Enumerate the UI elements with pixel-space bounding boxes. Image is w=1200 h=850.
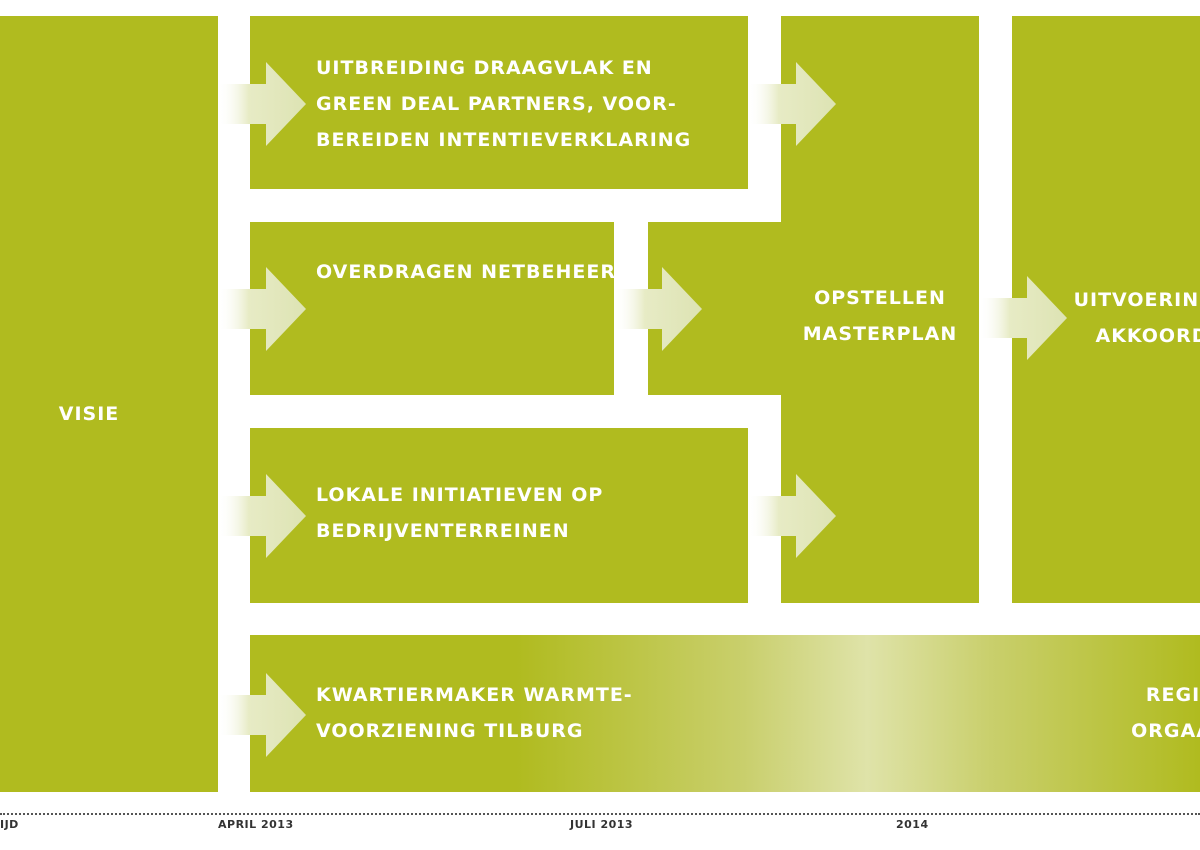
box-visie: VISIE <box>0 16 218 792</box>
label-masterplan: OPSTELLEN MASTERPLAN <box>802 287 958 345</box>
label-uitvoering: UITVOERINGS AKKOORD <box>1073 289 1200 347</box>
box-masterplan-lower <box>648 222 979 395</box>
label-draagvlak: UITBREIDING DRAAGVLAK EN GREEN DEAL PART… <box>316 57 692 151</box>
right-arrow-icon <box>218 62 306 146</box>
timeline-label-2014: 2014 <box>896 818 929 831</box>
right-arrow-icon <box>748 474 836 558</box>
timeline-label-start: IJD <box>0 818 19 831</box>
right-arrow-icon <box>614 267 702 351</box>
box-lokale: LOKALE INITIATIEVEN OP BEDRIJVENTERREINE… <box>250 428 748 603</box>
label-kwartiermaker: KWARTIERMAKER WARMTE- VOORZIENING TILBUR… <box>316 684 633 742</box>
right-arrow-icon <box>218 474 306 558</box>
right-arrow-icon <box>748 62 836 146</box>
label-visie: VISIE <box>58 403 120 425</box>
label-lokale: LOKALE INITIATIEVEN OP BEDRIJVENTERREINE… <box>316 484 604 542</box>
right-arrow-icon <box>979 276 1067 360</box>
box-netbeheer: OVERDRAGEN NETBEHEER <box>250 222 616 395</box>
timeline-label-juli-2013: JULI 2013 <box>570 818 634 831</box>
right-arrow-icon <box>218 673 306 757</box>
box-draagvlak: UITBREIDING DRAAGVLAK EN GREEN DEAL PART… <box>250 16 748 189</box>
box-kwartiermaker: KWARTIERMAKER WARMTE- VOORZIENING TILBUR… <box>250 635 1200 792</box>
label-regie: REGIE ORGAAN <box>1131 684 1200 742</box>
timeline-label-april-2013: APRIL 2013 <box>218 818 294 831</box>
right-arrow-icon <box>218 267 306 351</box>
timeline-line <box>0 813 1200 815</box>
label-netbeheer: OVERDRAGEN NETBEHEER <box>316 261 616 283</box>
